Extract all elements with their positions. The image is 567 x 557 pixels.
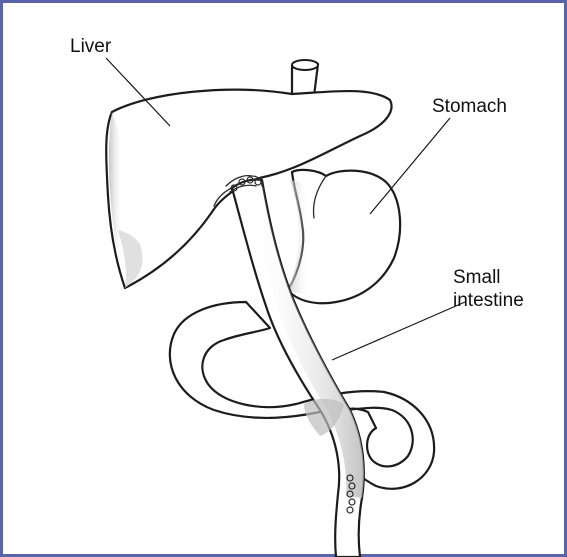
small-intestine-label-line1: Small — [453, 267, 501, 288]
stomach-label: Stomach — [432, 96, 507, 117]
esophagus — [292, 60, 318, 96]
small-intestine-label-line2: intestine — [453, 290, 524, 311]
liver-label: Liver — [70, 36, 112, 57]
